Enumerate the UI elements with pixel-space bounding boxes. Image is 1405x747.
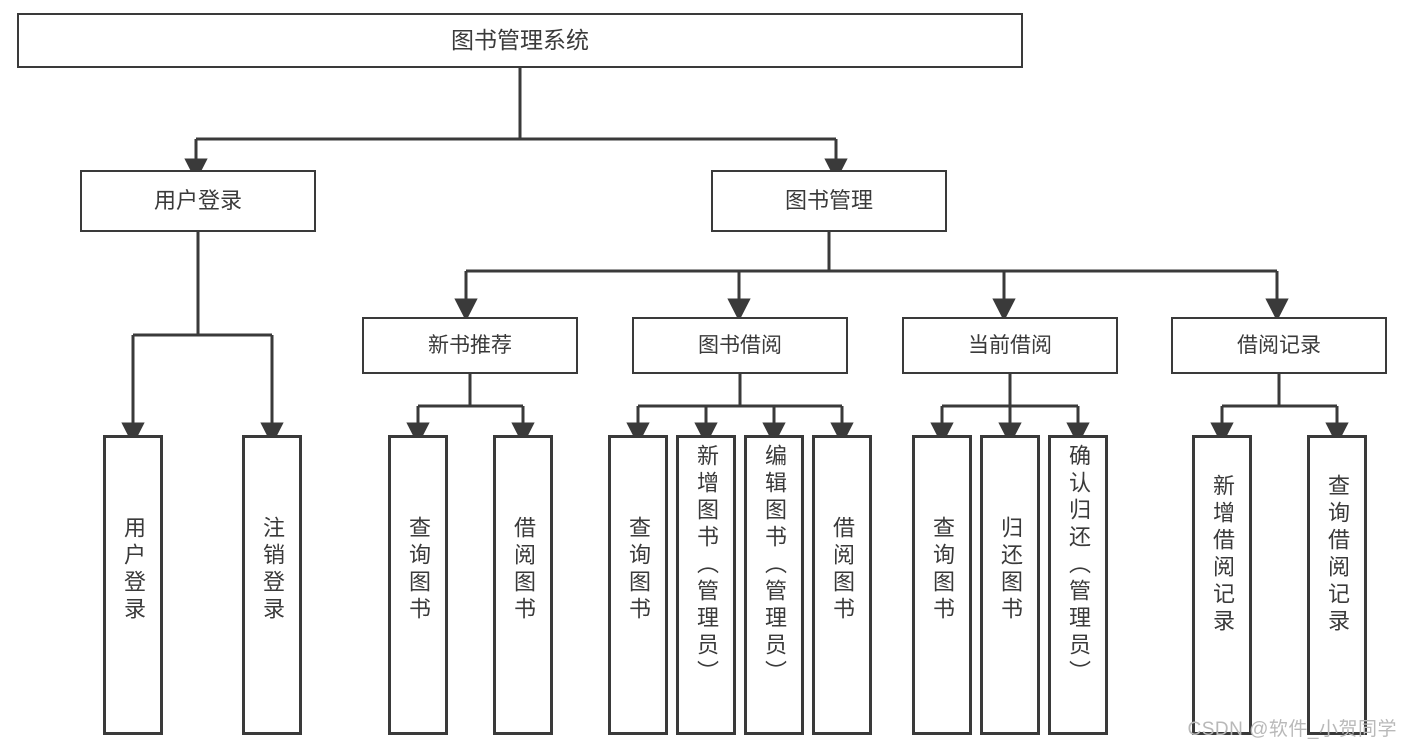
node-label: 借阅图书 [830, 516, 855, 624]
node-label: 新书推荐 [428, 333, 512, 357]
node-label: 用户登录 [153, 187, 242, 213]
node-borrow-record[interactable]: 借阅记录 [1171, 317, 1387, 374]
node-label: 查询图书 [626, 516, 651, 624]
leaf-confirm-return-admin[interactable]: 确认归还（管理员） [1048, 435, 1108, 735]
node-label: 归还图书 [998, 516, 1023, 624]
node-book-borrow[interactable]: 图书借阅 [632, 317, 848, 374]
node-label: 查询借阅记录 [1325, 474, 1350, 636]
node-label: 借阅图书 [511, 516, 536, 624]
node-label: 查询图书 [930, 516, 955, 624]
node-user-login[interactable]: 用户登录 [80, 170, 316, 232]
node-label: 用户登录 [121, 516, 146, 624]
leaf-query-book-borrow[interactable]: 查询图书 [608, 435, 668, 735]
leaf-logout-login[interactable]: 注销登录 [242, 435, 302, 735]
leaf-borrow-book-newbook[interactable]: 借阅图书 [493, 435, 553, 735]
node-label: 查询图书 [406, 516, 431, 624]
node-label: 注销登录 [260, 516, 285, 624]
leaf-add-book-admin[interactable]: 新增图书（管理员） [676, 435, 736, 735]
leaf-user-login[interactable]: 用户登录 [103, 435, 163, 735]
node-label: 图书管理系统 [451, 26, 589, 53]
node-label: 新增图书（管理员） [694, 444, 719, 687]
leaf-query-book-newbook[interactable]: 查询图书 [388, 435, 448, 735]
csdn-watermark: CSDN @软件_小贺同学 [1187, 719, 1397, 740]
node-book-manage[interactable]: 图书管理 [711, 170, 947, 232]
leaf-query-book-current[interactable]: 查询图书 [912, 435, 972, 735]
leaf-borrow-book-borrow[interactable]: 借阅图书 [812, 435, 872, 735]
node-label: 编辑图书（管理员） [762, 444, 787, 687]
node-label: 借阅记录 [1237, 333, 1321, 357]
node-label: 新增借阅记录 [1210, 474, 1235, 636]
leaf-edit-book-admin[interactable]: 编辑图书（管理员） [744, 435, 804, 735]
leaf-query-borrow-record[interactable]: 查询借阅记录 [1307, 435, 1367, 735]
node-label: 当前借阅 [968, 333, 1052, 357]
node-current-borrow[interactable]: 当前借阅 [902, 317, 1118, 374]
node-label: 图书借阅 [698, 333, 782, 357]
node-root-system[interactable]: 图书管理系统 [17, 13, 1023, 68]
leaf-return-book[interactable]: 归还图书 [980, 435, 1040, 735]
node-label: 图书管理 [784, 187, 873, 213]
node-label: 确认归还（管理员） [1066, 444, 1091, 687]
node-new-book-rec[interactable]: 新书推荐 [362, 317, 578, 374]
leaf-add-borrow-record[interactable]: 新增借阅记录 [1192, 435, 1252, 735]
